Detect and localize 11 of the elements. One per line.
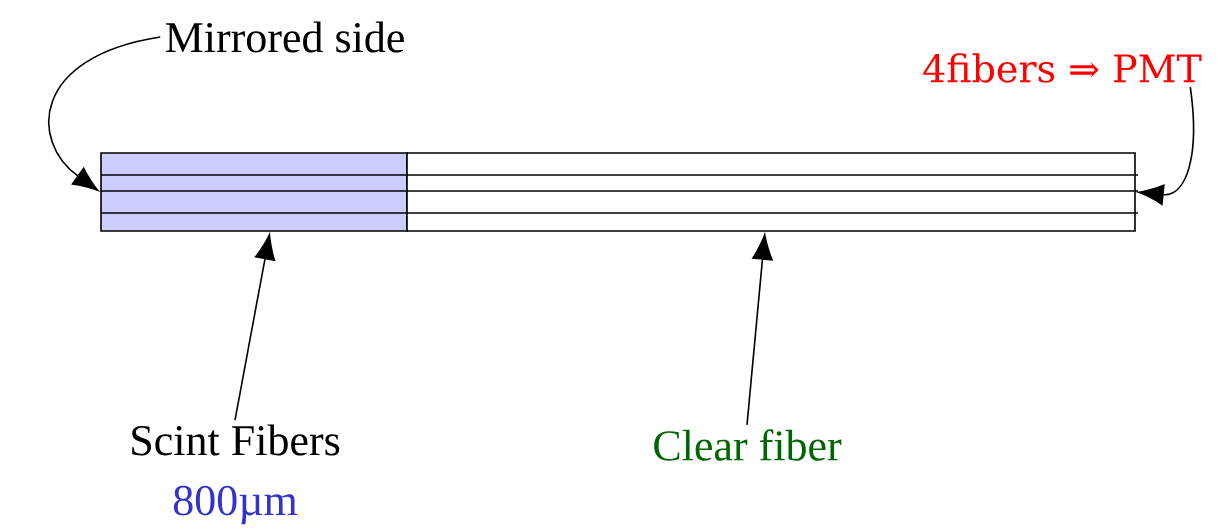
size-label: 800µm [173, 485, 298, 525]
label-text: Clear fiber [654, 429, 842, 461]
label-text: Mirrored side [165, 21, 404, 53]
arrow [234, 234, 276, 421]
arrow [1138, 86, 1195, 206]
label-text: 4fibers ⇒ PMT [923, 53, 1202, 83]
fiber-section [406, 152, 1136, 232]
arrow [48, 36, 162, 191]
arrow [746, 234, 773, 426]
fiber-section [100, 152, 408, 232]
label-text: Scint Fibers [132, 424, 340, 456]
